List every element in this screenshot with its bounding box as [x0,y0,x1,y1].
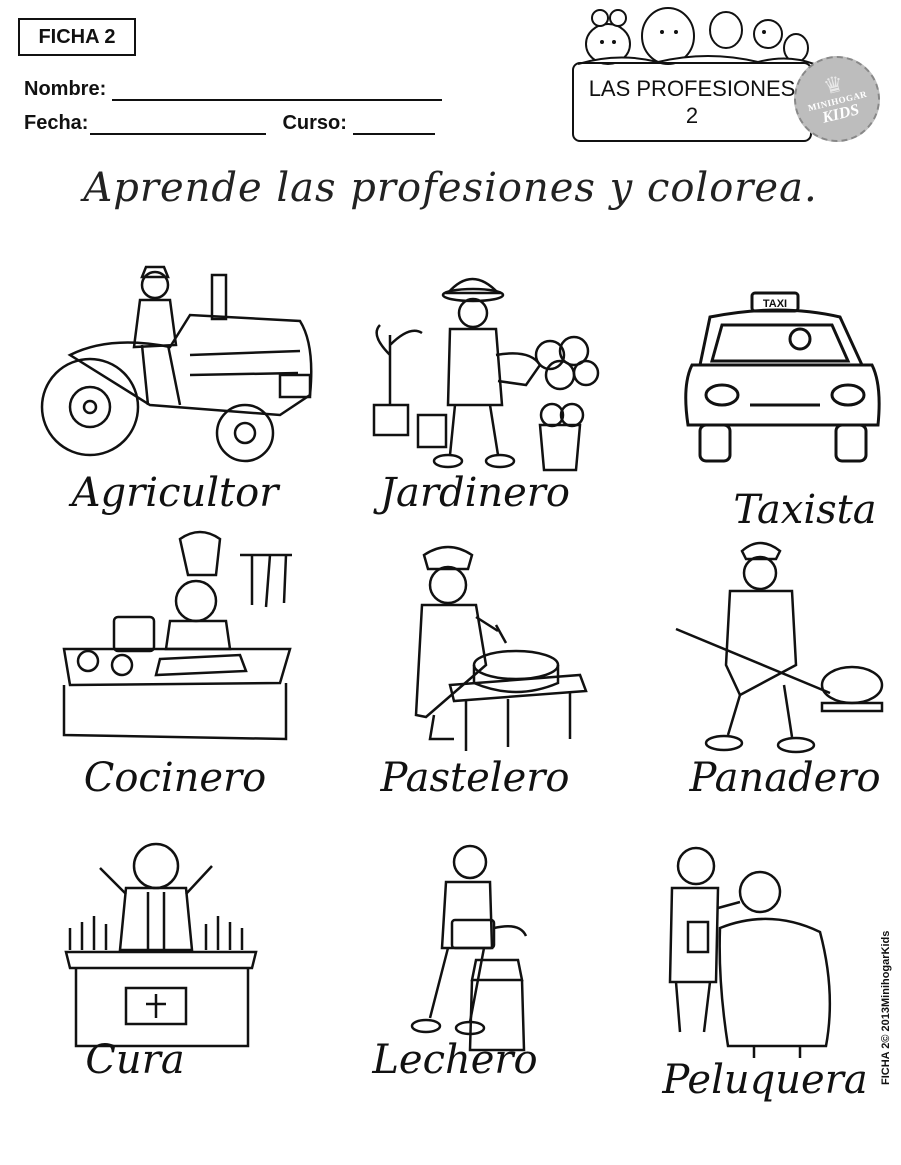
course-label: Curso: [282,112,347,134]
name-field[interactable]: Nombre: [24,78,443,101]
profession-label: Cura [85,1037,185,1083]
farmer-tractor-icon [40,265,313,463]
title-line-2: 2 [685,103,699,128]
priest-icon [64,842,258,1048]
baker-icon [675,541,884,754]
profession-label: Peluquera [662,1057,868,1103]
date-course-row: Fecha: Curso: [24,112,435,135]
profession-card-cocinero: Cocinero [30,525,320,815]
taxi-icon: TAXI [684,291,881,463]
name-label: Nombre: [24,78,107,100]
profession-card-peluquera: Peluquera [600,832,890,1122]
course-line[interactable] [352,117,435,135]
animal-critters-icon [578,7,814,65]
profession-card-taxista: TAXI Taxista [600,255,890,545]
copyright-text: FICHA 2© 2013MinihogarKids [880,930,892,1085]
milkman-icon [410,844,528,1052]
profession-card-panadero: Panadero [600,525,890,815]
profession-label: Agricultor [71,470,279,516]
gardener-icon [372,277,600,472]
profession-card-lechero: Lechero [330,832,620,1122]
profession-card-agricultor: Agricultor [30,255,320,545]
profession-card-pastelero: Pastelero [330,525,620,815]
chef-icon [62,530,292,741]
profession-label: Jardinero [379,470,571,516]
profession-label: Panadero [689,755,881,801]
name-line[interactable] [112,83,443,101]
profession-label: Cocinero [83,755,267,801]
instruction-text: Aprende las profesiones y colorea. [83,165,818,211]
date-line[interactable] [90,117,267,135]
hairdresser-icon [668,846,832,1058]
profession-card-jardinero: Jardinero [330,255,620,545]
title-line-1: LAS PROFESIONES [588,75,796,101]
svg-text:TAXI: TAXI [763,298,787,310]
profession-card-cura: Cura [30,832,320,1122]
date-label: Fecha: [24,112,89,134]
pastry-chef-icon [414,545,588,751]
worksheet-title: LAS PROFESIONES 2 [572,62,812,142]
profession-label: Lechero [372,1037,538,1083]
profession-label: Pastelero [380,755,570,801]
ficha-label: FICHA 2 [18,18,136,56]
profession-label: Taxista [733,487,877,533]
